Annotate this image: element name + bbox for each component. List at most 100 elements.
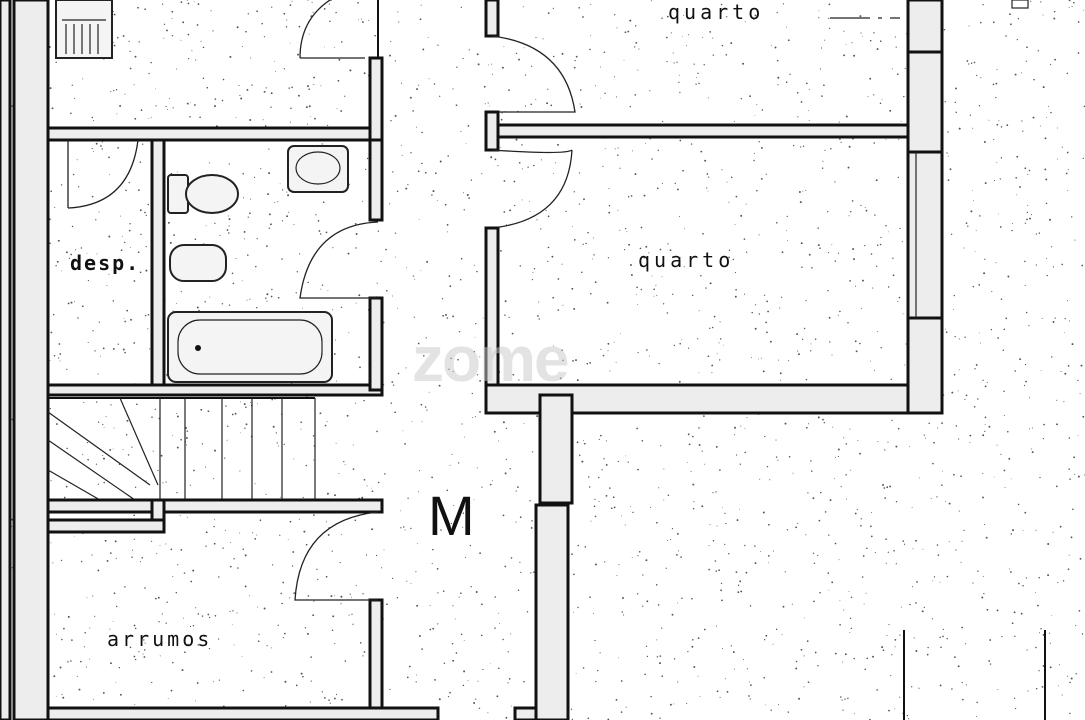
speckle-dot: [460, 131, 462, 132]
speckle-dot: [268, 148, 270, 150]
speckle-dot: [604, 92, 606, 95]
speckle-dot: [982, 472, 984, 474]
speckle-dot: [728, 553, 730, 555]
speckle-dot: [333, 47, 335, 48]
speckle-dot: [281, 220, 284, 222]
speckle-dot: [707, 355, 710, 358]
speckle-dot: [728, 256, 730, 259]
speckle-dot: [703, 415, 705, 417]
speckle-dot: [112, 448, 114, 450]
speckle-dot: [805, 189, 807, 191]
speckle-dot: [993, 180, 996, 182]
speckle-dot: [213, 542, 216, 545]
speckle-dot: [437, 592, 439, 594]
speckle-dot: [849, 631, 851, 633]
speckle-dot: [475, 322, 477, 325]
speckle-dot: [861, 35, 863, 37]
speckle-dot: [1079, 393, 1081, 395]
speckle-dot: [348, 614, 350, 616]
speckle-dot: [346, 414, 349, 417]
speckle-dot: [547, 215, 550, 218]
arrumos-top-wall: [46, 498, 384, 514]
speckle-dot: [194, 238, 197, 240]
speckle-dot: [656, 639, 658, 641]
speckle-dot: [991, 291, 993, 293]
speckle-dot: [94, 350, 96, 352]
speckle-dot: [371, 490, 374, 493]
speckle-dot: [61, 694, 63, 696]
speckle-dot: [406, 267, 408, 269]
speckle-dot: [904, 364, 906, 366]
speckle-dot: [605, 440, 607, 442]
speckle-dot: [452, 315, 455, 318]
speckle-dot: [351, 613, 353, 615]
speckle-dot: [993, 138, 995, 141]
speckle-dot: [806, 640, 809, 642]
corridor-right-wall-bottom: [534, 503, 570, 720]
speckle-dot: [579, 103, 581, 105]
speckle-dot: [1066, 72, 1069, 75]
speckle-dot: [634, 25, 637, 27]
speckle-dot: [1068, 6, 1070, 8]
speckle-dot: [213, 478, 215, 480]
speckle-dot: [389, 203, 391, 205]
speckle-dot: [330, 595, 333, 598]
speckle-dot: [62, 696, 65, 699]
speckle-dot: [113, 592, 116, 595]
speckle-dot: [854, 340, 857, 343]
speckle-dot: [1025, 60, 1027, 62]
speckle-dot: [386, 289, 388, 292]
speckle-dot: [651, 158, 653, 160]
speckle-dot: [589, 362, 592, 364]
speckle-dot: [604, 561, 606, 563]
speckle-dot: [144, 8, 146, 11]
speckle-dot: [209, 296, 211, 298]
speckle-dot: [257, 606, 258, 608]
speckle-dot: [800, 146, 802, 148]
speckle-dot: [187, 33, 190, 36]
speckle-dot: [535, 36, 537, 39]
speckle-dot: [52, 562, 54, 564]
speckle-dot: [1035, 233, 1038, 235]
speckle-dot: [154, 408, 156, 410]
speckle-dot: [329, 702, 331, 704]
speckle-dot: [348, 332, 350, 334]
speckle-dot: [208, 162, 210, 164]
speckle-dot: [481, 603, 483, 606]
speckle-dot: [958, 510, 960, 512]
speckle-dot: [820, 491, 822, 494]
speckle-dot: [161, 613, 163, 615]
speckle-dot: [180, 290, 182, 293]
speckle-dot: [510, 633, 512, 635]
speckle-dot: [103, 427, 105, 428]
speckle-dot: [284, 705, 287, 707]
speckle-dot: [782, 3, 785, 5]
bathroom-right-wall-lower: [368, 296, 384, 392]
speckle-dot: [943, 28, 946, 31]
speckle-dot: [996, 69, 998, 71]
speckle-dot: [637, 351, 639, 354]
speckle-dot: [969, 434, 972, 437]
speckle-dot: [1018, 582, 1020, 585]
speckle-dot: [399, 510, 401, 512]
speckle-dot: [575, 359, 577, 362]
speckle-dot: [538, 318, 540, 320]
speckle-dot: [726, 16, 728, 18]
speckle-dot: [792, 144, 795, 147]
speckle-dot: [928, 422, 930, 425]
speckle-dot: [828, 3, 831, 6]
speckle-dot: [417, 491, 420, 493]
speckle-dot: [201, 615, 204, 617]
speckle-dot: [1000, 157, 1003, 159]
speckle-dot: [109, 552, 112, 554]
speckle-dot: [438, 384, 441, 387]
speckle-dot: [334, 339, 337, 341]
speckle-dot: [1038, 576, 1041, 579]
speckle-dot: [119, 693, 122, 696]
speckle-dot: [982, 496, 984, 499]
speckle-dot: [801, 338, 804, 341]
speckle-dot: [129, 50, 131, 53]
speckle-dot: [733, 120, 735, 122]
speckle-dot: [440, 529, 442, 531]
bathtub: [167, 311, 333, 383]
